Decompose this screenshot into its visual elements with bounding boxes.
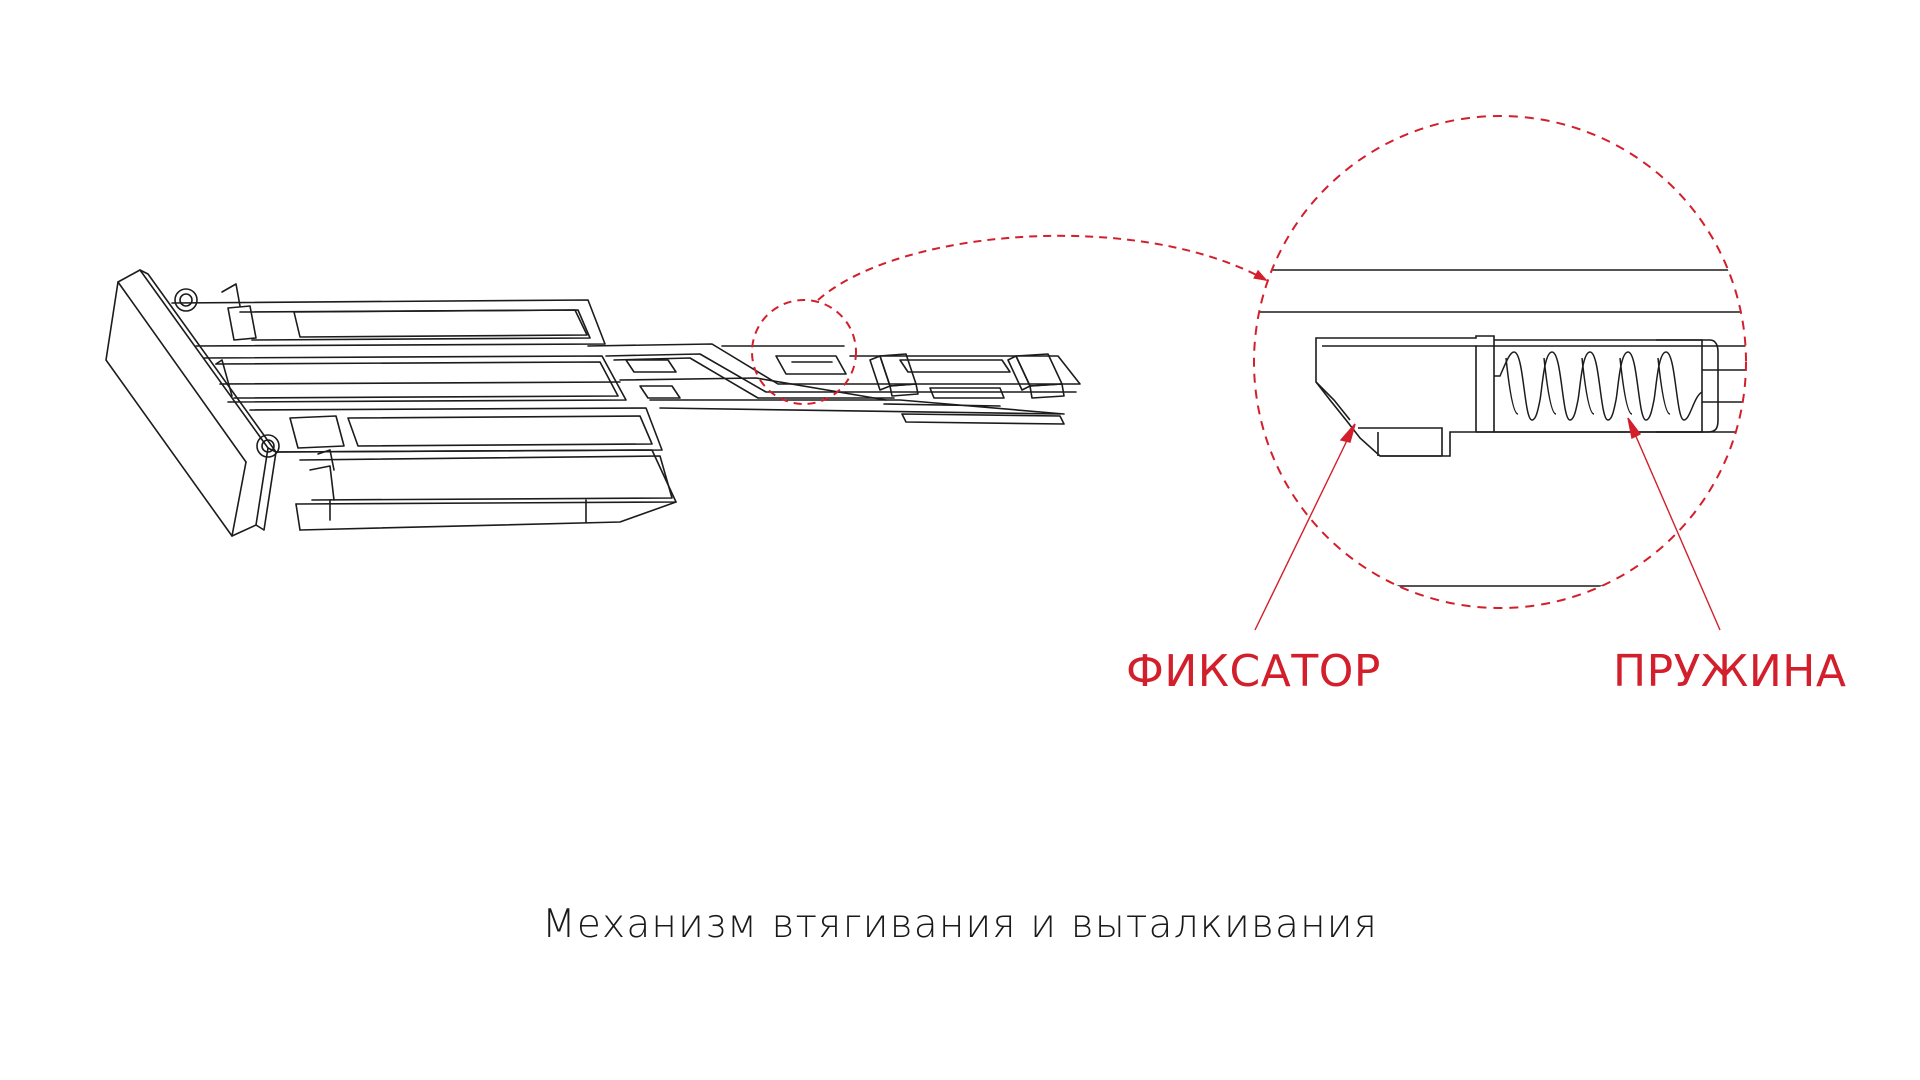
zoom-source-circle xyxy=(751,299,857,405)
end-plate xyxy=(105,269,280,537)
lower-rail xyxy=(249,407,677,531)
upper-rail xyxy=(171,283,606,347)
spring-coil-icon xyxy=(1494,351,1703,421)
latch-arrowhead xyxy=(1339,423,1356,443)
mechanism-drawing-icon xyxy=(105,269,1081,537)
latch-leader xyxy=(1254,423,1356,631)
leader-lines xyxy=(1254,417,1721,631)
zoom-circle-icon xyxy=(1253,115,1747,609)
spring-leader xyxy=(1627,417,1721,631)
spring-arrowhead xyxy=(1627,417,1642,440)
diagram-caption: Механизм втягивания и выталкивания xyxy=(542,902,1378,947)
latch-label: ФИКСАТОР xyxy=(1126,646,1381,697)
slide-arm xyxy=(587,343,1081,425)
spring-label: ПРУЖИНА xyxy=(1613,646,1847,697)
zoom-arrow xyxy=(817,234,1268,301)
middle-rail xyxy=(203,355,627,403)
